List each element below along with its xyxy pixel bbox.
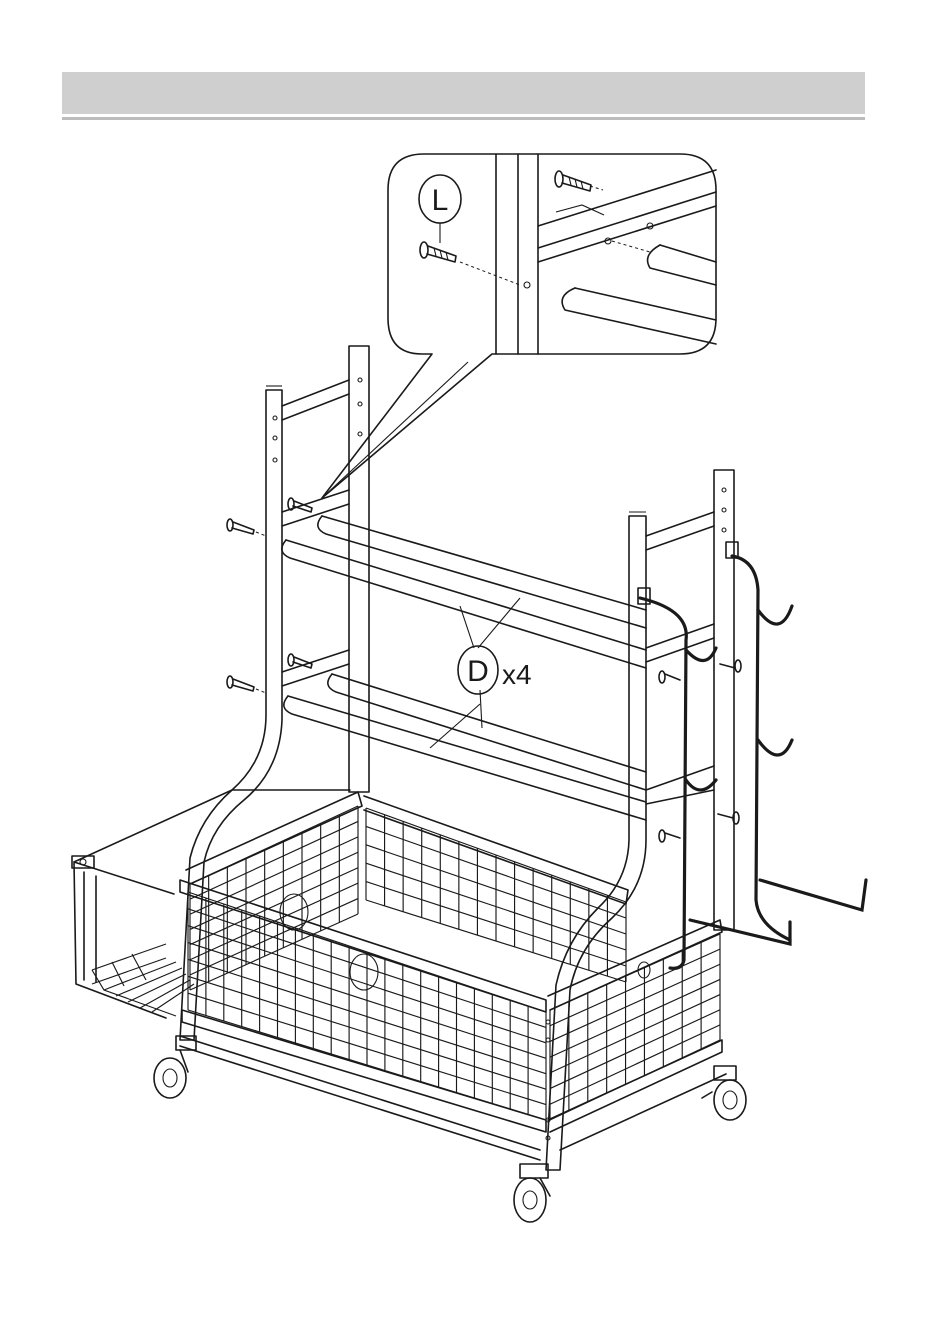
bolt-icon bbox=[659, 671, 680, 683]
bar-quantity: x4 bbox=[502, 659, 532, 690]
wire bbox=[550, 1040, 720, 1120]
wire bbox=[550, 979, 720, 1057]
caster-wheel-icon bbox=[154, 1036, 196, 1098]
wire bbox=[190, 868, 358, 945]
wire bbox=[190, 837, 358, 914]
bolt-icon bbox=[659, 830, 680, 842]
wire bbox=[550, 949, 720, 1026]
bar-label-d-badge: D x4 bbox=[458, 646, 532, 694]
bolt-label-l: L bbox=[432, 184, 449, 217]
wire bbox=[190, 806, 358, 884]
bolt-icon bbox=[227, 519, 266, 536]
hook-icon bbox=[638, 588, 716, 968]
bar-label-d: D bbox=[467, 655, 489, 688]
bolt-icon bbox=[720, 660, 741, 672]
caster-wheel-icon bbox=[514, 1164, 550, 1222]
bolt-icon bbox=[555, 171, 591, 191]
zoom-inset bbox=[322, 154, 716, 498]
wire bbox=[550, 995, 720, 1073]
wire bbox=[190, 883, 358, 960]
wire bbox=[550, 1010, 720, 1089]
bolt-label-l-badge: L bbox=[419, 175, 461, 243]
bolt-icon bbox=[288, 498, 312, 512]
main-basket bbox=[180, 792, 726, 1160]
bolt-icon bbox=[227, 676, 266, 693]
wire bbox=[190, 914, 358, 990]
bolt-icon bbox=[718, 812, 739, 824]
wire bbox=[550, 964, 720, 1041]
bolt-icon bbox=[420, 242, 456, 262]
